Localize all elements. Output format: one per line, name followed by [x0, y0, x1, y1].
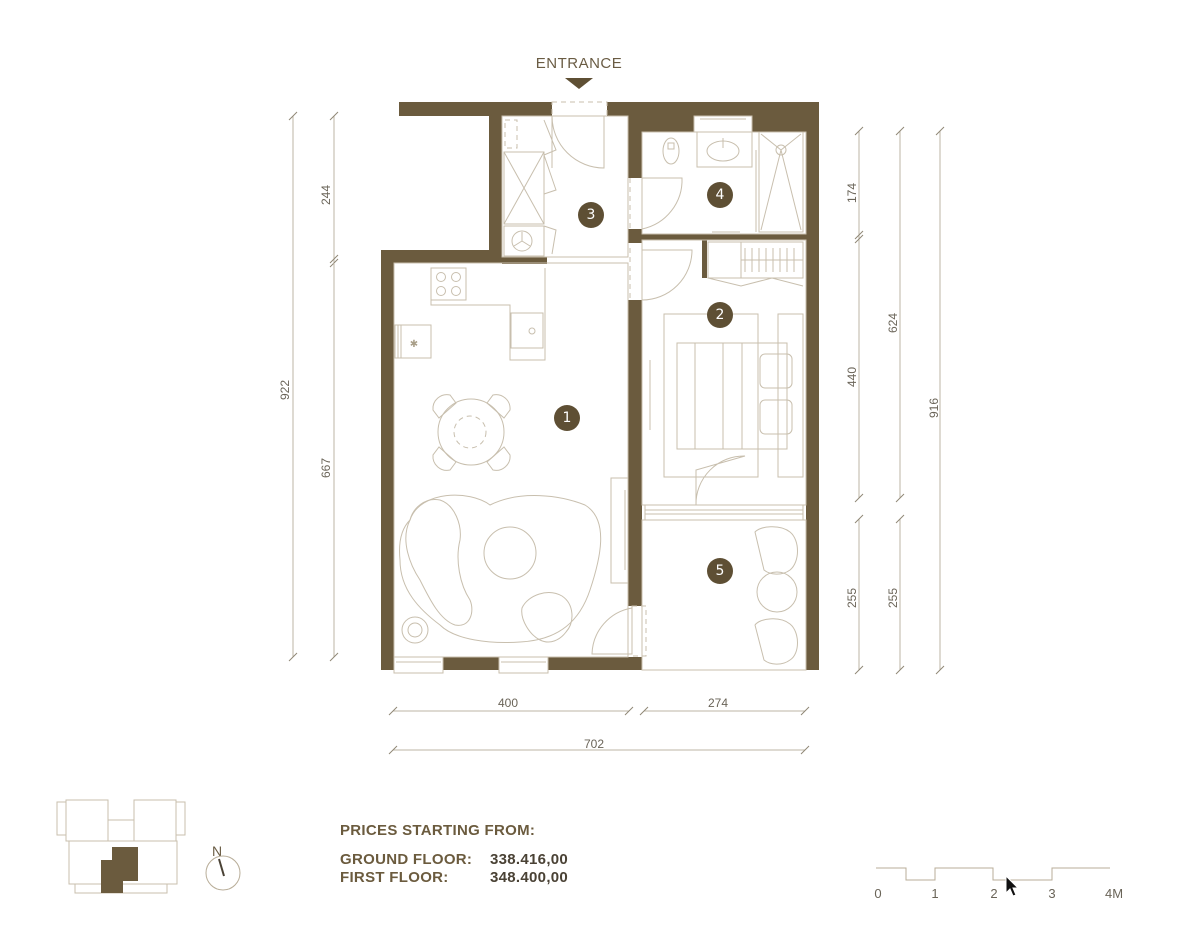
price-label: GROUND FLOOR: [340, 851, 473, 868]
svg-text:✱: ✱ [410, 339, 418, 350]
svg-text:174: 174 [845, 183, 859, 203]
room-badge-1: 1 [554, 405, 580, 431]
dimension-right-col2: 624 255 [886, 126, 905, 675]
svg-text:N: N [212, 843, 222, 859]
entrance-label: ENTRANCE [536, 55, 623, 72]
walls [381, 102, 819, 670]
svg-text:2: 2 [990, 886, 997, 901]
svg-text:244: 244 [319, 185, 333, 205]
svg-text:4M: 4M [1105, 886, 1123, 901]
dimension-bottom-total: 702 [388, 737, 810, 755]
mouse-cursor-icon [1005, 874, 1020, 897]
scale-bar: 0 1 2 3 4M [874, 867, 1123, 901]
svg-text:916: 916 [927, 398, 941, 418]
price-value: 348.400,00 [490, 869, 569, 886]
dimension-bottom-right: 274 [639, 696, 810, 716]
svg-text:624: 624 [886, 313, 900, 333]
utility-closet [503, 119, 557, 257]
wardrobe [707, 241, 804, 287]
prices-title: PRICES STARTING FROM: [340, 822, 536, 839]
svg-text:3: 3 [587, 207, 596, 223]
dimension-left-lower: 667 [319, 263, 339, 662]
svg-text:274: 274 [708, 696, 728, 710]
compass: N [205, 843, 241, 891]
room-badge-3: 3 [578, 202, 604, 228]
dining-table [432, 394, 511, 471]
entrance-arrow-icon [565, 78, 593, 89]
svg-text:255: 255 [845, 588, 859, 608]
prices-panel: PRICES STARTING FROM: GROUND FLOOR: 338.… [340, 822, 568, 887]
dimension-right-total: 916 [927, 126, 945, 675]
unit-highlight [101, 847, 138, 893]
svg-text:667: 667 [319, 458, 333, 478]
svg-text:5: 5 [716, 563, 725, 579]
room-badge-2: 2 [707, 302, 733, 328]
svg-text:1: 1 [563, 410, 572, 426]
room-badge-4: 4 [707, 182, 733, 208]
kitchen: ✱ [394, 267, 546, 361]
site-key-plan [56, 799, 186, 894]
price-label: FIRST FLOOR: [340, 869, 449, 886]
dimension-left-upper: 244 [319, 111, 339, 268]
svg-text:3: 3 [1048, 886, 1055, 901]
interior-lines [393, 115, 807, 674]
svg-text:4: 4 [716, 187, 725, 203]
price-row-first-floor: FIRST FLOOR: 348.400,00 [340, 869, 568, 887]
svg-text:2: 2 [716, 307, 725, 323]
svg-text:1: 1 [931, 886, 938, 901]
svg-text:440: 440 [845, 367, 859, 387]
dimension-bottom-left: 400 [388, 696, 634, 716]
dimension-right-col1: 174 440 255 [845, 126, 864, 675]
living-furniture [399, 477, 629, 644]
terrace-furniture [754, 526, 798, 665]
bed [649, 313, 804, 478]
svg-text:702: 702 [584, 737, 604, 751]
bathroom-fixtures [662, 115, 804, 233]
dimension-left-total: 922 [278, 111, 298, 662]
price-row-ground-floor: GROUND FLOOR: 338.416,00 [340, 851, 568, 869]
compass-circle [205, 855, 241, 891]
svg-text:922: 922 [278, 380, 292, 400]
svg-text:255: 255 [886, 588, 900, 608]
north-arrow-icon [218, 858, 225, 877]
svg-text:0: 0 [874, 886, 881, 901]
price-value: 338.416,00 [490, 851, 569, 868]
room-badge-5: 5 [707, 558, 733, 584]
svg-text:400: 400 [498, 696, 518, 710]
